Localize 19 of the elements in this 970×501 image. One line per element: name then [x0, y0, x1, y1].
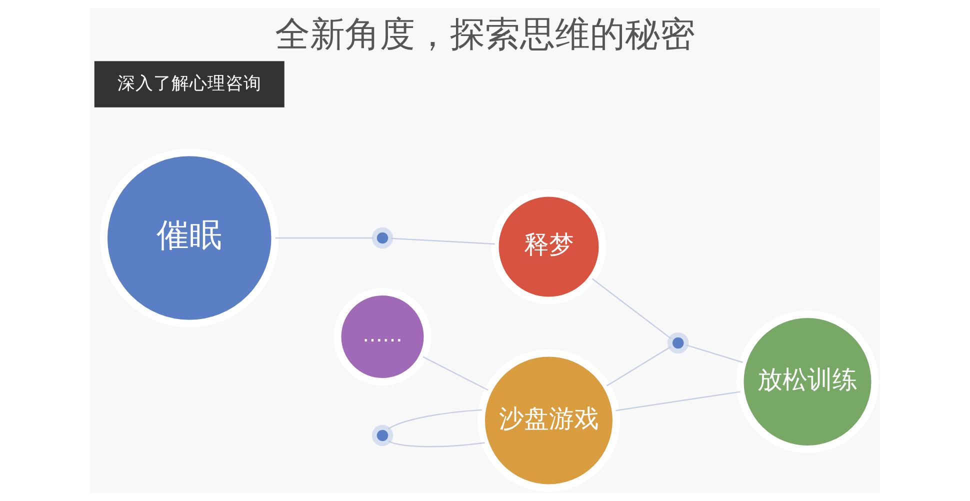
connector — [592, 278, 672, 340]
connector — [388, 440, 485, 448]
diagram-title: 全新角度，探索思维的秘密 — [275, 15, 695, 55]
node-circle: …… — [334, 288, 432, 386]
node-circle: 放松训练 — [736, 310, 879, 453]
connector — [422, 356, 488, 391]
connector — [388, 409, 482, 430]
node-circle: 释梦 — [491, 189, 606, 304]
node-circle — [668, 332, 689, 354]
node-circle: 沙盘游戏 — [478, 349, 620, 492]
connector — [606, 346, 671, 386]
connector — [390, 238, 496, 245]
connector — [275, 237, 374, 239]
connector — [616, 391, 740, 412]
node-circle — [372, 424, 394, 446]
connector — [686, 344, 743, 363]
node-box: 深入了解心理咨询 — [94, 61, 284, 108]
node-circle — [372, 227, 394, 249]
node-circle: 催眠 — [100, 148, 279, 328]
